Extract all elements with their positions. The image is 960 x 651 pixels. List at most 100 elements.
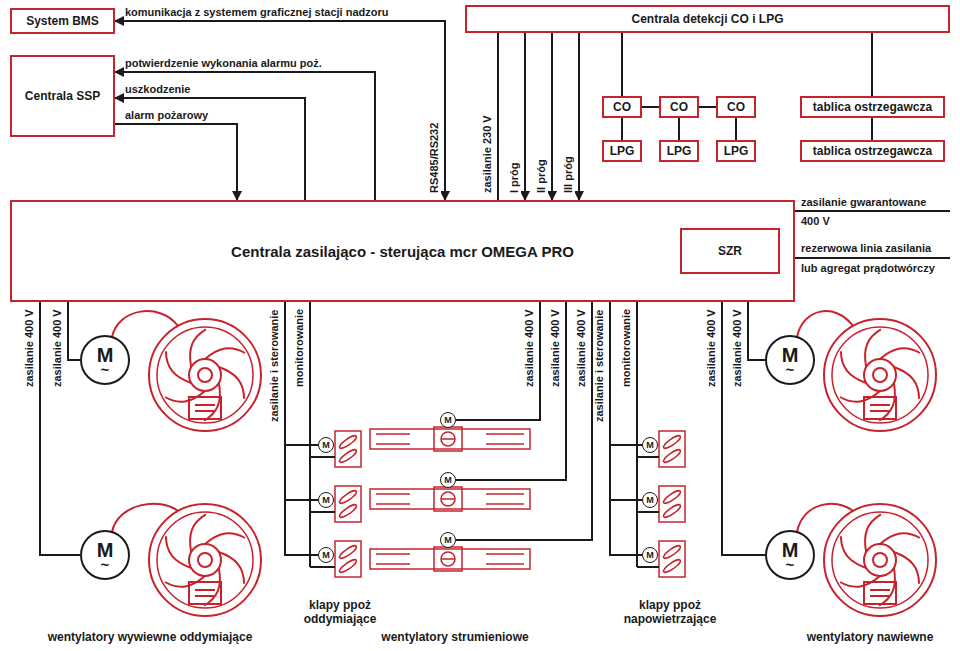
device-box: tablica ostrzegawcza xyxy=(800,96,945,118)
signal-label: monitorowanie xyxy=(293,308,306,388)
connector xyxy=(497,33,499,200)
motor-symbol: M~ xyxy=(765,335,815,385)
group-caption: wentylatory strumieniowe xyxy=(355,630,555,644)
node-text: M xyxy=(322,441,330,450)
node-text: M xyxy=(782,540,799,560)
node-text: Centrala zasilająco - sterująca mcr OMEG… xyxy=(231,243,574,260)
connector xyxy=(610,302,642,500)
device-box: System BMS xyxy=(10,8,115,34)
device-box: Centrala detekcji CO i LPG xyxy=(465,5,950,33)
connector xyxy=(748,302,765,360)
connector xyxy=(871,33,873,96)
node-text: LPG xyxy=(724,144,749,158)
signal-label: zasilanie gwarantowane xyxy=(800,196,927,209)
node-text: System BMS xyxy=(26,14,99,28)
connector xyxy=(40,302,80,555)
motor-symbol: M xyxy=(440,472,456,488)
device-box: LPG xyxy=(716,140,756,162)
node-text: tablica ostrzegawcza xyxy=(813,100,932,114)
motor-symbol: M xyxy=(642,437,658,453)
signal-label: zasilanie 400 V xyxy=(51,308,64,388)
node-text: Centrala SSP xyxy=(25,89,100,103)
motor-symbol: M xyxy=(318,547,334,563)
node-text: M xyxy=(97,345,114,365)
motor-symbol: M xyxy=(440,412,456,428)
node-text: M xyxy=(646,496,654,505)
connector xyxy=(642,106,659,108)
node-text: SZR xyxy=(718,244,742,258)
connector xyxy=(456,302,592,540)
node-text: M xyxy=(646,551,654,560)
node-text: LPG xyxy=(610,144,635,158)
signal-label: zasilanie 400 V xyxy=(705,308,718,388)
signal-label: zasilanie 230 V xyxy=(481,114,494,194)
device-box: LPG xyxy=(659,140,699,162)
signal-label: zasilanie 400 V xyxy=(549,308,562,388)
motor-symbol: M xyxy=(642,492,658,508)
node-text: ~ xyxy=(101,560,110,570)
connector xyxy=(524,33,526,200)
node-text: CO xyxy=(613,100,631,114)
signal-label: potwierdzenie wykonania alarmu poż. xyxy=(124,57,323,70)
signal-label: RS485/RS232 xyxy=(428,122,441,194)
node-text: M xyxy=(444,416,452,425)
connector xyxy=(551,33,553,200)
signal-label: rezerwowa linia zasilania xyxy=(800,242,932,255)
connector xyxy=(578,33,580,200)
signal-label: zasilanie 400 V xyxy=(23,308,36,388)
group-caption: klapy ppoż oddymiające xyxy=(295,598,385,626)
signal-label: zasilanie i sterowanie xyxy=(268,308,281,423)
connector xyxy=(115,124,237,200)
connector xyxy=(621,118,623,140)
motor-symbol: M xyxy=(642,547,658,563)
connector xyxy=(456,302,566,480)
device-box: Centrala SSP xyxy=(10,55,115,137)
node-text: M xyxy=(444,536,452,545)
connector xyxy=(610,302,642,555)
device-box: tablica ostrzegawcza xyxy=(800,140,945,162)
signal-label: monitorowanie xyxy=(620,308,633,388)
connector xyxy=(610,302,642,445)
device-box: SZR xyxy=(680,228,780,274)
motor-symbol: M~ xyxy=(765,530,815,580)
device-box: LPG xyxy=(602,140,642,162)
connector xyxy=(621,33,623,96)
connector xyxy=(285,302,318,555)
connector xyxy=(285,302,318,445)
node-text: Centrala detekcji CO i LPG xyxy=(631,12,783,26)
signal-label: III próg xyxy=(562,155,575,194)
motor-symbol: M~ xyxy=(80,530,130,580)
signal-label: zasilanie i sterowanie xyxy=(593,308,606,423)
device-box: CO xyxy=(716,96,756,118)
motor-symbol: M xyxy=(318,492,334,508)
node-text: CO xyxy=(727,100,745,114)
node-text: ~ xyxy=(101,365,110,375)
signal-label: I próg xyxy=(508,161,521,194)
node-text: M xyxy=(322,496,330,505)
signal-label: komunikacja z systemem graficznej stacji… xyxy=(124,6,389,19)
node-text: tablica ostrzegawcza xyxy=(813,144,932,158)
connector xyxy=(735,118,737,140)
node-text: M xyxy=(444,476,452,485)
node-text: M xyxy=(322,551,330,560)
signal-label: lub agregat prądotwórczy xyxy=(800,262,936,275)
connector xyxy=(678,118,680,140)
connector xyxy=(722,302,765,555)
connector xyxy=(115,72,375,200)
group-caption: klapy ppoż napowietrzające xyxy=(615,598,725,626)
signal-label: alarm pożarowy xyxy=(124,109,209,122)
signal-label: uszkodzenie xyxy=(124,83,191,96)
node-text: M xyxy=(782,345,799,365)
node-text: M xyxy=(97,540,114,560)
connector xyxy=(699,106,716,108)
motor-symbol: M xyxy=(440,532,456,548)
signal-label: zasilanie 400 V xyxy=(575,308,588,388)
device-box: CO xyxy=(659,96,699,118)
group-caption: wentylatory nawiewne xyxy=(785,630,955,644)
node-text: M xyxy=(646,441,654,450)
connector xyxy=(115,21,445,200)
motor-symbol: M xyxy=(318,437,334,453)
node-text: CO xyxy=(670,100,688,114)
device-box: CO xyxy=(602,96,642,118)
connector xyxy=(285,302,318,500)
